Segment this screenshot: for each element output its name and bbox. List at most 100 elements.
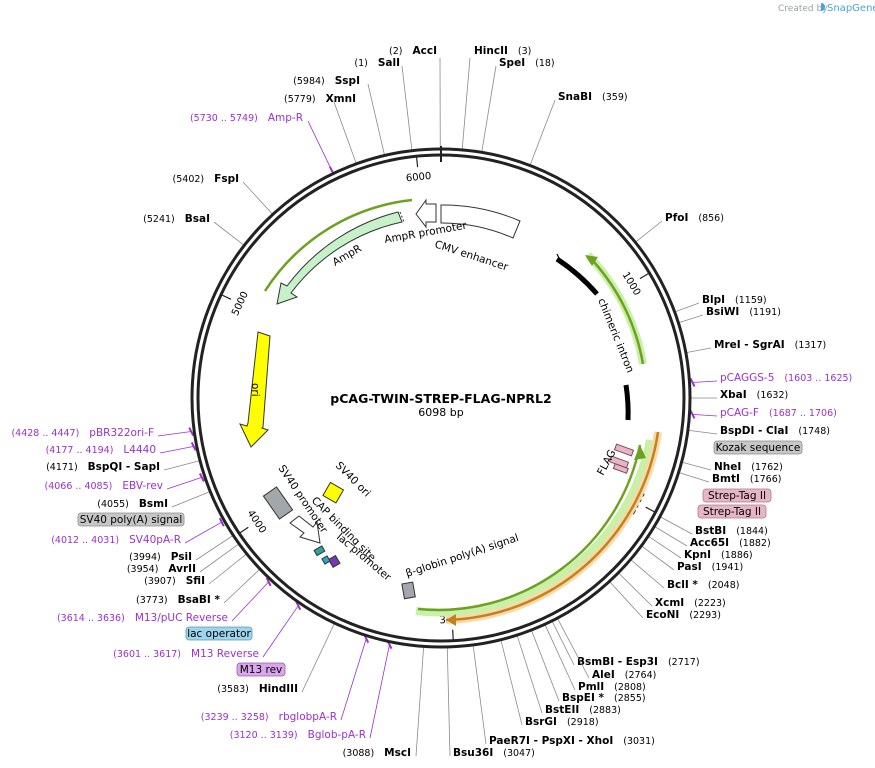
site-position: (1632) — [757, 390, 789, 401]
site-position: (18) — [535, 58, 555, 69]
site-position: (1) — [354, 58, 367, 69]
feature-label: β-globin poly(A) signal — [404, 532, 520, 580]
chimeric-intron-start — [556, 253, 563, 265]
callout-line — [609, 581, 644, 619]
site-callout: BsmBI - Esp3I(2717) — [577, 656, 700, 668]
site-name: AccI — [413, 45, 437, 57]
primer-name: pCAGGS-5 — [720, 372, 774, 384]
primer-range: (3601 .. 3617) — [113, 649, 181, 660]
flag-feature — [613, 443, 635, 457]
strep-feature-2 — [612, 463, 629, 474]
callout-line — [163, 460, 200, 471]
boxed-feature-label: Strep-Tag II — [703, 506, 761, 518]
primer-range: (1687 .. 1706) — [769, 408, 837, 419]
callout-line — [688, 429, 718, 435]
primer-name: Amp-R — [268, 112, 303, 124]
site-callout: FspI(5402) — [173, 173, 239, 185]
callout-line — [472, 645, 487, 745]
callout-line — [660, 516, 693, 535]
primer-mark — [295, 601, 302, 611]
boxed-feature: Kozak sequence — [713, 440, 803, 455]
primer-range: (3239 .. 3258) — [201, 712, 269, 723]
callout-line — [655, 526, 688, 547]
boxed-feature: Strep-Tag II — [697, 504, 767, 519]
primer-name: L4440 — [123, 444, 156, 456]
callout-line — [307, 120, 333, 172]
primer-range: (5730 .. 5749) — [190, 113, 258, 124]
site-name: BstBI — [695, 525, 726, 537]
site-position: (2764) — [625, 670, 657, 681]
site-position: (3773) — [136, 595, 168, 606]
callout-line — [231, 581, 269, 622]
primer-callout: SV40pA-R(4012 .. 4031) — [51, 534, 181, 546]
boxed-feature-bg — [185, 626, 253, 641]
primer-name: pBR322ori-F — [89, 427, 154, 439]
site-position: (1766) — [750, 474, 782, 485]
site-name: BsaI — [185, 213, 210, 225]
callout-line — [531, 630, 560, 702]
orange-head — [446, 614, 456, 626]
callout-line — [157, 431, 192, 437]
site-callout: HincII(3) — [474, 45, 531, 57]
tick-label: 6000 — [405, 171, 431, 185]
site-callout: Bsu36I (3047) — [453, 747, 535, 759]
site-callout: BspEI *(2855) — [562, 692, 646, 704]
tick-mark — [415, 156, 419, 168]
callout-line — [500, 640, 523, 726]
cap-binding-block — [313, 545, 326, 557]
lac-operator-block — [321, 555, 331, 565]
site-callout: XmnI(5779) — [284, 93, 356, 105]
primer-mark — [198, 472, 205, 482]
site-name: PfoI — [665, 212, 688, 224]
site-name: BsaBI * — [178, 594, 221, 606]
primer-name: rbglobpA-R — [279, 711, 337, 723]
site-position: (1191) — [749, 307, 781, 318]
site-name: SfiI — [186, 575, 205, 587]
primer-range: (1603 .. 1625) — [784, 373, 852, 384]
lac-promoter-block — [327, 554, 341, 569]
site-position: (2717) — [668, 657, 700, 668]
boxed-feature: Strep-Tag II — [702, 488, 772, 503]
site-position: (2918) — [567, 717, 599, 728]
boxed-feature-bg — [697, 504, 767, 519]
callout-line — [686, 347, 712, 353]
tick-mark — [220, 294, 232, 300]
site-callout: BmtI(1766) — [712, 473, 781, 485]
site-name: Bsu36I — [453, 747, 493, 759]
site-name: KpnI — [684, 549, 711, 561]
primer-name: pCAG-F — [720, 407, 759, 419]
site-name: XmnI — [326, 93, 356, 105]
bglobin-polya-block — [401, 581, 416, 600]
site-callout: KpnI(1886) — [684, 549, 753, 561]
primer-callout: L4440(4177 .. 4194) — [46, 444, 156, 456]
site-callout: EcoNI(2293) — [646, 609, 721, 621]
tick-mark — [238, 526, 249, 534]
callout-line — [461, 57, 471, 149]
site-position: (1762) — [751, 462, 783, 473]
intron-arrowhead — [585, 255, 598, 266]
primer-name: M13 Reverse — [191, 648, 259, 660]
boxed-feature: lac operator — [185, 626, 253, 641]
boxed-feature-label: lac operator — [187, 628, 251, 640]
site-position: (5402) — [173, 174, 205, 185]
site-name: MreI - SgrAI — [714, 339, 785, 351]
site-name: AleI — [592, 669, 615, 681]
primer-mark — [188, 427, 195, 436]
plasmid-size: 6098 bp — [418, 406, 463, 419]
site-position: (3047) — [503, 748, 535, 759]
primer-callout: Amp-R (5730 .. 5749) — [190, 112, 303, 124]
site-callout: BsaI(5241) — [143, 213, 210, 225]
site-name: BspEI * — [562, 692, 605, 704]
site-position: (2883) — [589, 705, 621, 716]
callout-line — [262, 605, 299, 658]
primer-callout: M13/pUC Reverse(3614 .. 3636) — [57, 612, 228, 624]
site-position: (2048) — [708, 580, 740, 591]
site-callout: AccI(2) — [389, 45, 437, 57]
site-callout: PsiI(3994) — [129, 551, 192, 563]
site-position: (359) — [602, 92, 628, 103]
boxed-feature-bg — [713, 440, 803, 455]
site-position: (3994) — [129, 552, 161, 563]
site-name: SalI — [378, 57, 400, 69]
callout-line — [301, 623, 335, 693]
